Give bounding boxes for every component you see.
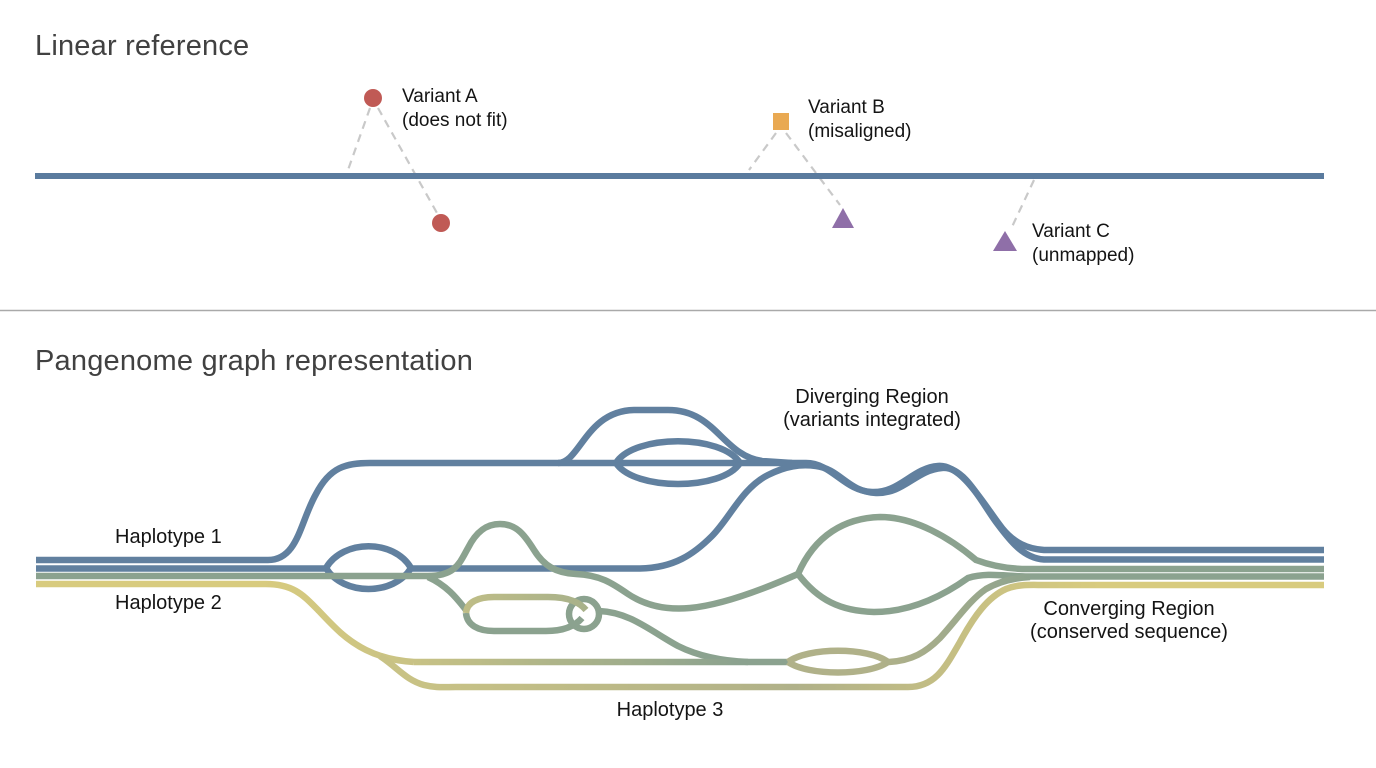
- haplotype-3-bottom-path: [378, 581, 1324, 691]
- haplotype-yellow-paths: [36, 573, 1324, 691]
- large-lens-bottom-arc: [795, 571, 1324, 616]
- variant-b-name: Variant B: [808, 97, 885, 118]
- lower-lens-top-arc: [786, 647, 890, 665]
- converging-region-note: (conserved sequence): [1030, 621, 1228, 643]
- variant-c-note: (unmapped): [1032, 245, 1135, 266]
- haplotype-3-label: Haplotype 3: [616, 699, 724, 721]
- large-lens-top-arc: [795, 513, 1324, 576]
- capsule-top-edge: [462, 593, 589, 614]
- variant-a-dash-left: [346, 107, 372, 171]
- variant-a-label: Variant A (does not fit): [402, 85, 508, 133]
- haplotype-2-label: Haplotype 2: [115, 592, 222, 614]
- variant-a-dash-right: [377, 107, 438, 214]
- diverging-bubble-top-arc: [613, 438, 743, 466]
- variant-c-label: Variant C (unmapped): [1032, 220, 1134, 268]
- variant-dashed-lines: [346, 107, 1035, 230]
- variant-a-note: (does not fit): [402, 110, 508, 131]
- converging-region-title: Converging Region: [1043, 598, 1215, 620]
- haplotype-1-bump-path: [557, 406, 793, 467]
- variant-c-name: Variant C: [1032, 221, 1110, 242]
- variant-b-label: Variant B (misaligned): [808, 96, 911, 144]
- diverging-bubble-bottom-arc: [613, 460, 743, 488]
- haplotype-1-label: Haplotype 1: [115, 526, 222, 548]
- linear-section-title: Linear reference: [35, 30, 250, 62]
- haplotype-blue-paths: [36, 406, 1324, 593]
- variant-c-triangle: [993, 231, 1017, 251]
- diverging-region-title: Diverging Region: [795, 386, 949, 408]
- variant-b-dash-right: [785, 132, 841, 206]
- capsule-bottom-edge: [462, 612, 585, 635]
- small-bubble-top-arc: [323, 543, 414, 570]
- haplotype-1-main-path: [36, 459, 1324, 564]
- diverging-region-note: (variants integrated): [783, 409, 961, 431]
- diverging-region-label: Diverging Region (variants integrated): [783, 386, 961, 432]
- variant-a-circle-below: [432, 214, 450, 232]
- variant-a-markers: [364, 89, 450, 232]
- pangenome-section-title: Pangenome graph representation: [35, 345, 474, 377]
- variant-b-triangle-below: [832, 208, 854, 228]
- capsule-continuation-path: [598, 607, 749, 666]
- variant-purple-markers: [832, 208, 1017, 251]
- capsule-link-path: [426, 574, 469, 613]
- variant-c-dash: [1010, 179, 1035, 230]
- lower-lens-bottom-arc: [786, 659, 890, 676]
- variant-b-square: [773, 113, 789, 130]
- haplotype-3-descending-path: [36, 580, 415, 666]
- variant-b-dash-left: [748, 132, 777, 171]
- haplotype-2-main-path: [36, 520, 800, 612]
- converging-region-label: Converging Region (conserved sequence): [1030, 598, 1228, 644]
- haplotype-blue-second-path: [411, 462, 1324, 572]
- variant-b-note: (misaligned): [808, 121, 912, 142]
- haplotype-green-paths: [36, 513, 1324, 666]
- variant-a-name: Variant A: [402, 86, 478, 107]
- variant-a-circle-above: [364, 89, 382, 107]
- middle-merge-path: [887, 573, 1031, 666]
